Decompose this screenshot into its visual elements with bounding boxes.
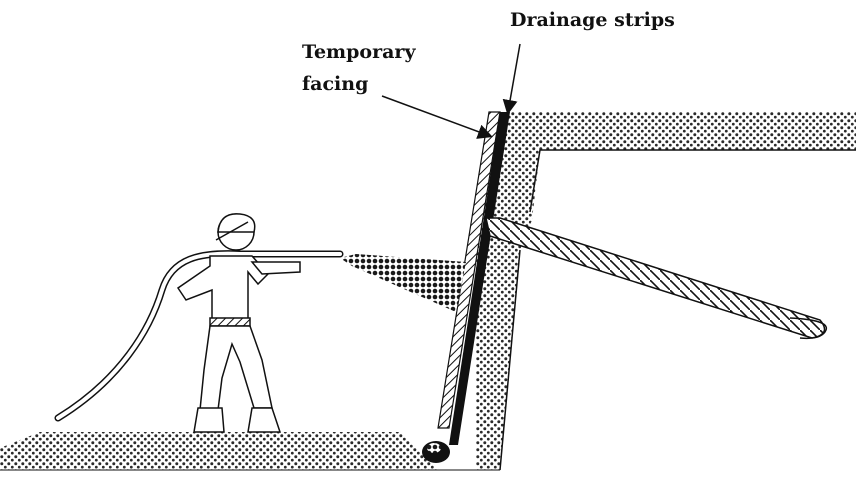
- worker-belt: [209, 317, 251, 327]
- label-temporary-facing-line2: facing: [302, 73, 369, 95]
- soil-mass: [476, 112, 856, 470]
- arrow-temporary-facing: [381, 95, 493, 139]
- worker-legs: [199, 325, 273, 411]
- shotcrete-spray: [340, 254, 466, 312]
- drainage-strip: [449, 112, 510, 445]
- drain-pipe-highlight: [427, 443, 441, 453]
- label-temporary-facing-line1: Temporary: [302, 41, 416, 63]
- worker-boot-right: [247, 407, 282, 433]
- ground-surface: [0, 432, 440, 470]
- label-drainage-strips: Drainage strips: [510, 9, 675, 31]
- soil-nail-tip: [789, 317, 828, 340]
- worker-boot-left: [193, 407, 225, 433]
- soil-nail: [485, 217, 826, 339]
- arrow-drainage-strips: [502, 43, 521, 115]
- spray-hose-inner: [56, 251, 342, 420]
- soil-mass-inner-edge: [499, 149, 856, 471]
- temporary-facing: [437, 111, 501, 429]
- worker-arm: [250, 261, 301, 275]
- worker-helmet: [217, 213, 256, 233]
- worker: [176, 213, 301, 433]
